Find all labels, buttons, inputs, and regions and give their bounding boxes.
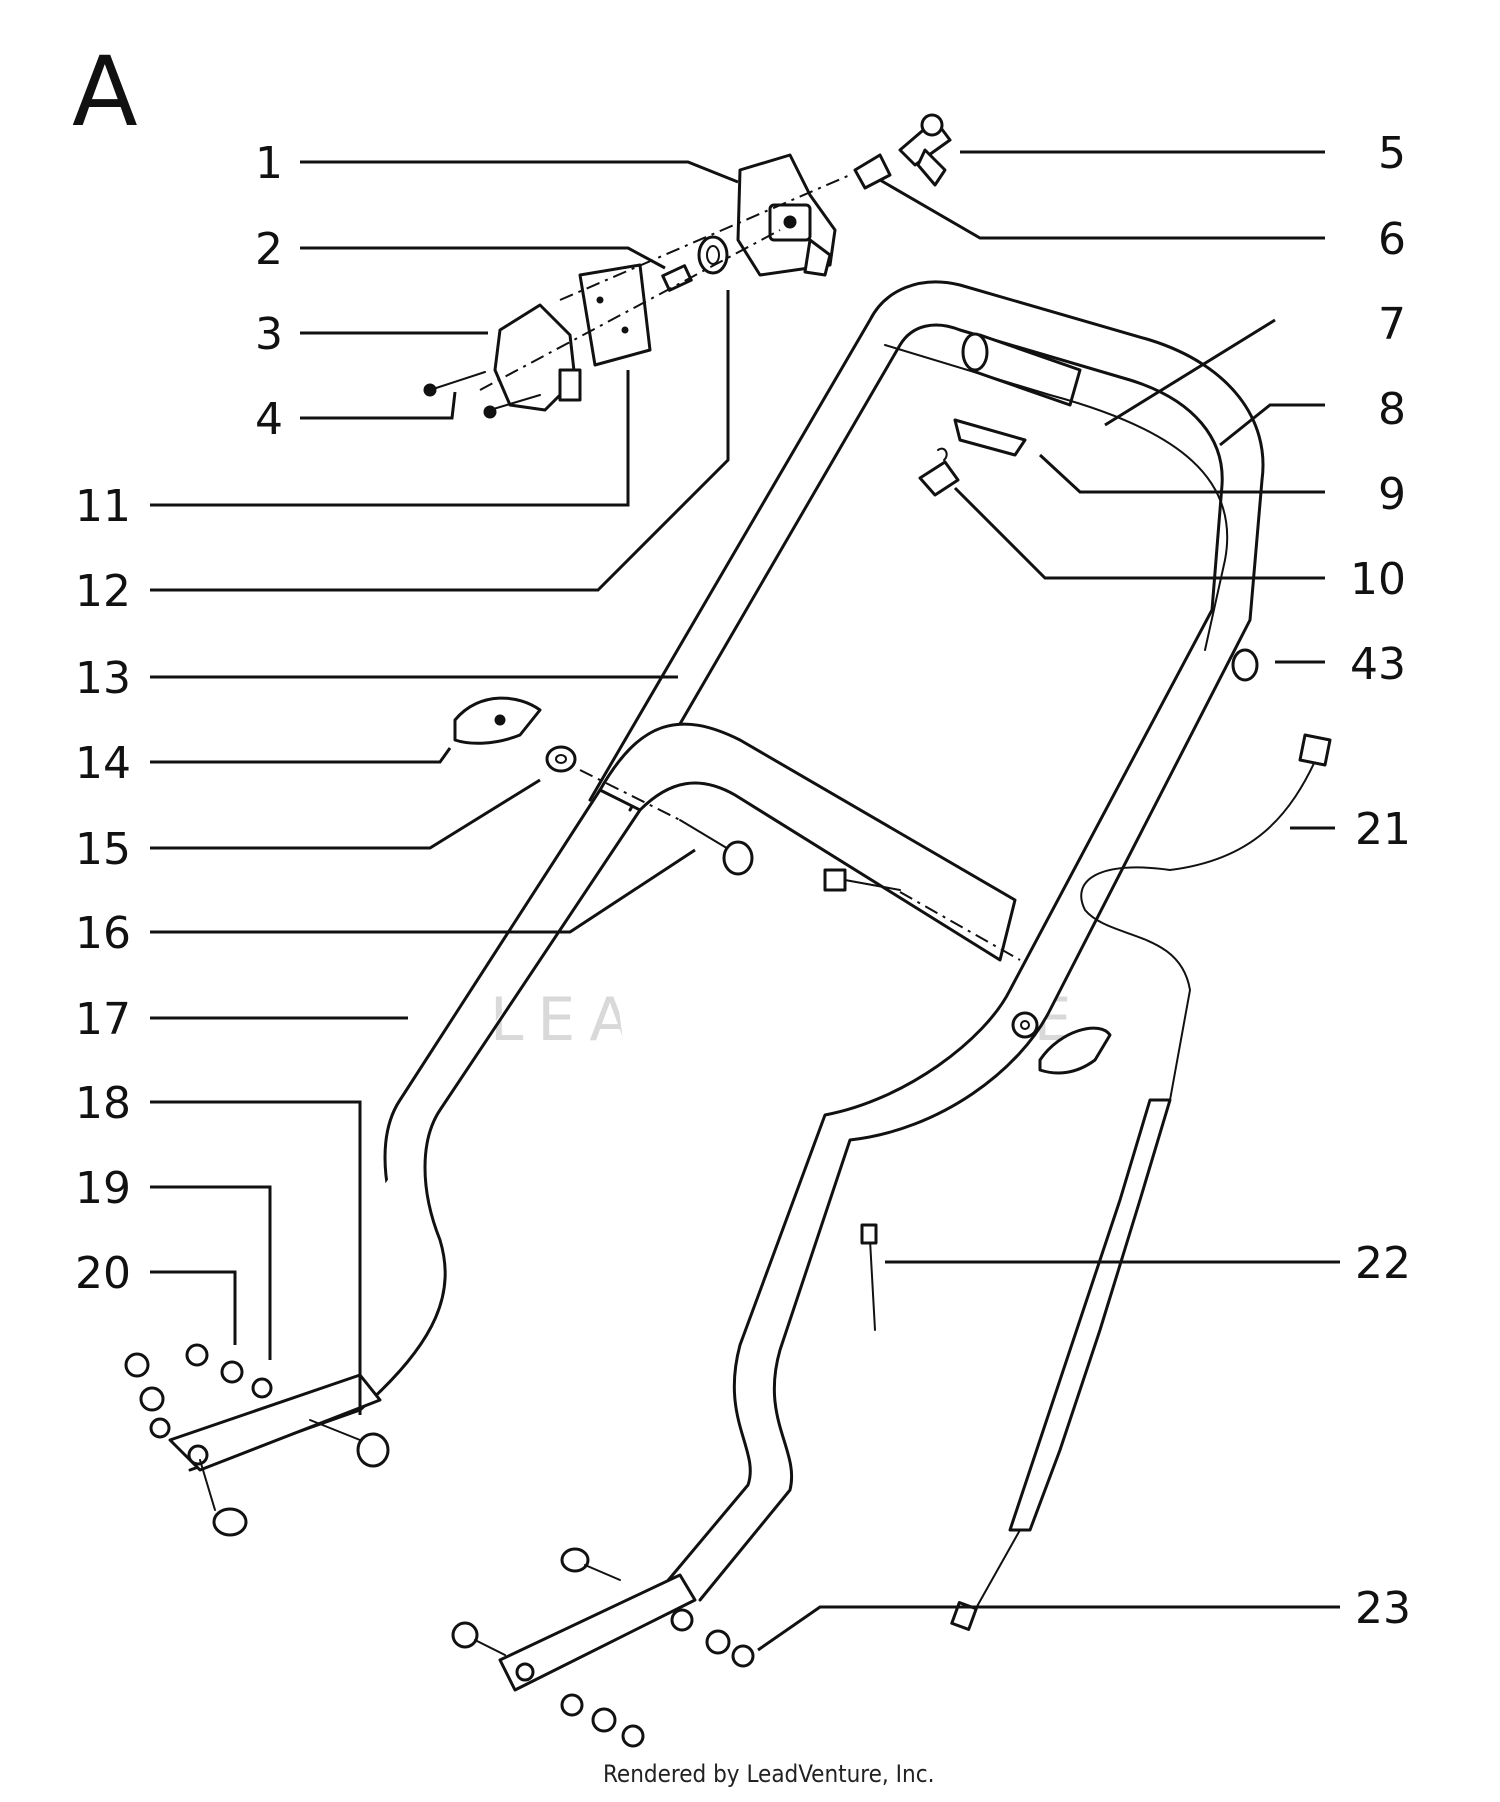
washer-left (545, 745, 577, 773)
control-cable (950, 733, 1332, 1631)
callout-43: 43 (1350, 639, 1406, 690)
bracket-left (168, 1373, 382, 1472)
callout-2: 2 (255, 224, 283, 275)
callout-3: 3 (255, 309, 283, 360)
callout-12: 12 (75, 566, 131, 617)
key-switch (853, 113, 952, 190)
callout-16: 16 (75, 908, 131, 959)
callout-18: 18 (75, 1078, 131, 1129)
callout-8: 8 (1378, 384, 1406, 435)
callout-20: 20 (75, 1248, 131, 1299)
switch-screws (423, 371, 541, 419)
cable-clip (918, 447, 960, 497)
callout-13: 13 (75, 653, 131, 704)
switch-cover (493, 303, 582, 412)
callout-11: 11 (75, 481, 131, 532)
callout-6: 6 (1378, 214, 1406, 265)
lower-handle (178, 788, 642, 1472)
spacer-ring (697, 235, 729, 275)
callout-labels: 1 2 3 4 5 6 7 8 9 10 43 11 12 13 14 15 1… (75, 128, 1411, 1634)
bail-wire (884, 344, 1229, 651)
carriage-bolt-right (823, 868, 901, 892)
leader-lines (150, 150, 1340, 1652)
grip-sleeve (961, 332, 1082, 407)
switch-plate (578, 263, 652, 367)
callout-21: 21 (1355, 804, 1411, 855)
callout-23: 23 (1355, 1583, 1411, 1634)
callout-14: 14 (75, 738, 131, 789)
callout-5: 5 (1378, 128, 1406, 179)
callout-1: 1 (255, 138, 283, 189)
callout-15: 15 (75, 824, 131, 875)
knob-right (1038, 1026, 1112, 1075)
knob-left (453, 696, 542, 745)
hardware-right (451, 1547, 755, 1748)
callout-10: 10 (1350, 554, 1406, 605)
upper-handle (588, 280, 1265, 1602)
callout-4: 4 (255, 394, 283, 445)
callout-22: 22 (1355, 1238, 1411, 1289)
hardware-left (124, 1343, 390, 1537)
switch-housing (736, 153, 837, 277)
section-letter: A (72, 36, 138, 148)
callout-7: 7 (1378, 299, 1406, 350)
switch-pin (661, 264, 693, 292)
bracket-right (498, 1573, 697, 1692)
callout-17: 17 (75, 994, 131, 1045)
carriage-bolt-left (679, 819, 754, 876)
cross-bar (598, 722, 1017, 962)
callout-9: 9 (1378, 469, 1406, 520)
washer-right (1011, 1011, 1039, 1039)
cap-43 (1231, 648, 1259, 682)
callout-19: 19 (75, 1163, 131, 1214)
cable-tie (860, 1223, 878, 1331)
decal-slot (953, 418, 1027, 457)
render-credit: Rendered by LeadVenture, Inc. (603, 1760, 934, 1788)
